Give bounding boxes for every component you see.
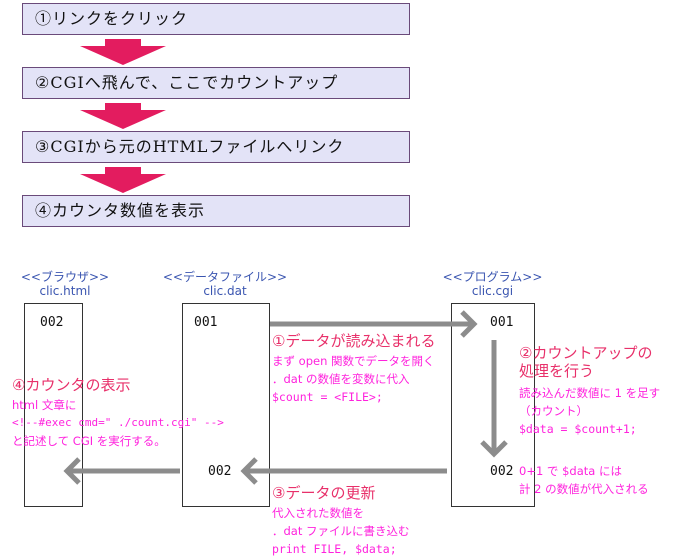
read-line-3: $count = <FILE>; <box>272 390 383 404</box>
update-line-1: 代入された数値を <box>272 506 364 520</box>
display-line-3: と記述して CGI を実行する。 <box>12 434 166 448</box>
countup-title-2: 処理を行う <box>519 362 595 380</box>
display-title: ④カウンタの表示 <box>12 376 131 394</box>
read-line-1: まず open 関数でデータを開く <box>272 354 435 368</box>
program-box <box>451 303 535 507</box>
arrow-read-head <box>460 310 478 338</box>
countup-line-2: （カウント） <box>519 404 588 418</box>
down-arrow-icon <box>80 103 166 129</box>
down-arrow-icon <box>80 39 166 65</box>
display-line-1: html 文章に <box>12 398 77 412</box>
update-title: ③データの更新 <box>272 484 376 502</box>
display-line-2: <!--#exec cmd=" ./count.cgi" --> <box>12 416 224 429</box>
browser-label: <<ブラウザ>>clic.html <box>20 270 110 298</box>
result-line-1: 0+1 で $data には <box>519 464 622 478</box>
program-value-top: 001 <box>490 315 514 330</box>
browser-value: 002 <box>40 315 64 330</box>
step-1: ①リンクをクリック <box>22 3 410 35</box>
step-2: ②CGIへ飛んで、ここでカウントアップ <box>22 67 410 99</box>
datafile-value-top: 001 <box>194 315 218 330</box>
down-arrow-icon <box>80 167 166 193</box>
result-line-2: 計 2 の数値が代入される <box>519 482 649 496</box>
read-title: ①データが読み込まれる <box>272 332 436 350</box>
countup-line-1: 読み込んだ数値に 1 を足す <box>519 386 661 400</box>
program-label: <<プログラム>>clic.cgi <box>442 270 543 298</box>
step-4: ④カウンタ数値を表示 <box>22 195 410 227</box>
datafile-label: <<データファイル>>clic.dat <box>162 270 288 298</box>
read-line-2: ．dat の数値を変数に代入 <box>272 372 410 386</box>
step-3: ③CGIから元のHTMLファイルへリンク <box>22 131 410 163</box>
datafile-value-bottom: 002 <box>208 464 232 479</box>
datafile-box <box>182 303 270 507</box>
program-value-bottom: 002 <box>490 464 514 479</box>
browser-box <box>24 303 83 507</box>
update-line-2: ．dat ファイルに書き込む <box>272 524 410 538</box>
countup-line-3: $data = $count+1; <box>519 422 637 436</box>
update-line-3: print FILE, $data; <box>272 542 397 556</box>
countup-title-1: ②カウントアップの <box>519 344 653 362</box>
